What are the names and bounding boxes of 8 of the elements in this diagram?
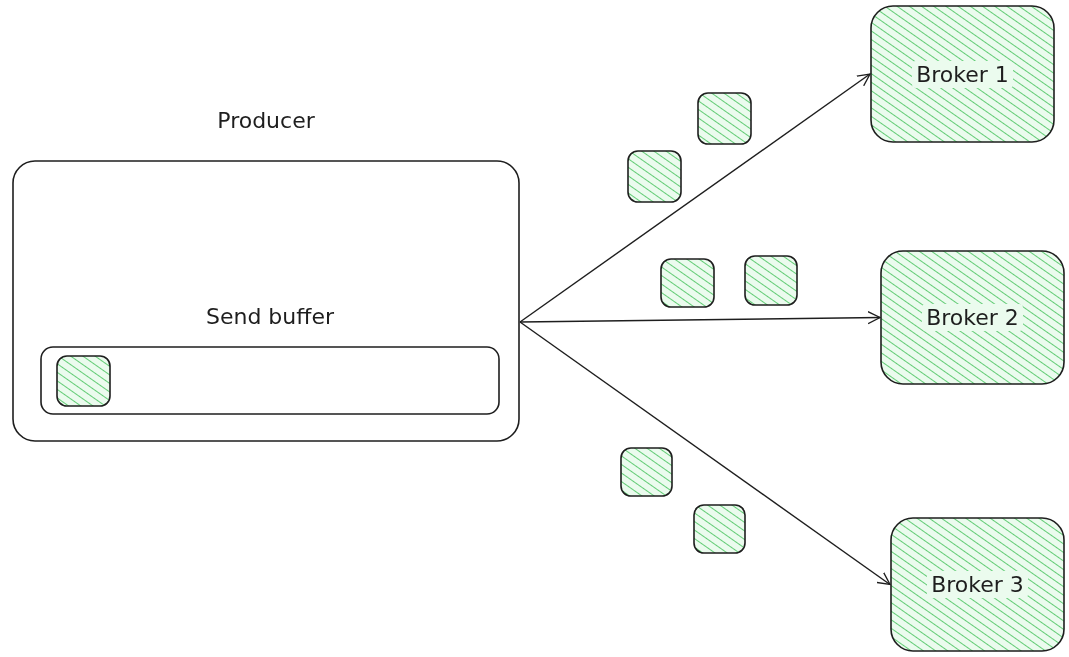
node-label: Broker 1 [912,60,1013,88]
arrow [519,321,891,586]
heading-label: Producer [217,108,315,133]
node-label: Broker 2 [922,304,1023,331]
node-label: Broker 3 [927,571,1028,598]
arrow [519,73,871,323]
arrow [519,311,881,325]
heading-label: Send buffer [205,304,334,329]
